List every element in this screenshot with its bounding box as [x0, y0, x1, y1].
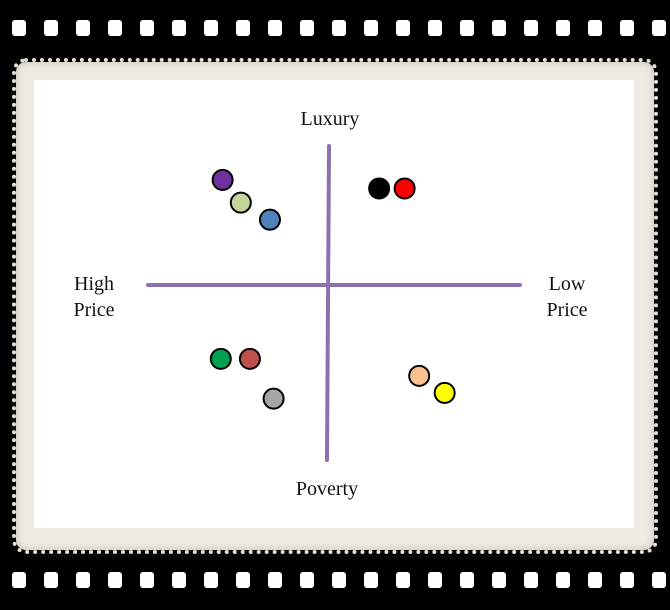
axis-label-left: High Price [73, 273, 115, 321]
axis-label-top: Luxury [300, 108, 360, 130]
sprocket-hole [140, 572, 154, 588]
sprocket-hole [556, 20, 570, 36]
sprocket-hole [428, 20, 442, 36]
sprocket-hole [300, 572, 314, 588]
sprocket-hole [428, 572, 442, 588]
sprocket-hole [76, 20, 90, 36]
sprocket-hole [524, 572, 538, 588]
sprocket-hole [588, 20, 602, 36]
sprocket-hole [492, 572, 506, 588]
sprocket-hole [268, 20, 282, 36]
sprocket-hole [620, 572, 634, 588]
sprocket-hole [652, 20, 666, 36]
sprocket-hole [44, 20, 58, 36]
sprocket-hole [556, 572, 570, 588]
sprocket-hole [204, 20, 218, 36]
sprocket-hole [76, 572, 90, 588]
sprocket-hole [460, 20, 474, 36]
sprocket-hole [460, 572, 474, 588]
sprocket-hole [620, 20, 634, 36]
point-light-green [229, 191, 252, 214]
sprocket-hole [364, 572, 378, 588]
sprocket-hole [332, 572, 346, 588]
point-blue [258, 208, 281, 231]
sprocket-hole [12, 572, 26, 588]
sprocket-hole [396, 572, 410, 588]
sprocket-hole [332, 20, 346, 36]
sprocket-hole [492, 20, 506, 36]
point-red [393, 177, 416, 200]
point-black [368, 177, 391, 200]
point-yellow [433, 381, 456, 404]
point-purple [211, 168, 234, 191]
axis-label-right: Low Price [546, 273, 588, 321]
sprocket-hole [588, 572, 602, 588]
sprocket-hole [364, 20, 378, 36]
sprocket-hole [44, 572, 58, 588]
point-green [209, 347, 232, 370]
point-dark-red [238, 347, 261, 370]
sprocket-hole [140, 20, 154, 36]
sprocket-hole [172, 572, 186, 588]
perceptual-map [34, 80, 634, 528]
sprocket-hole [108, 20, 122, 36]
sprocket-hole [652, 572, 666, 588]
sprocket-hole [236, 20, 250, 36]
axis-label-bottom: Poverty [295, 478, 359, 500]
sprocket-hole [268, 572, 282, 588]
sprocket-hole [236, 572, 250, 588]
sprocket-hole [300, 20, 314, 36]
sprocket-hole [396, 20, 410, 36]
point-peach [408, 364, 431, 387]
sprocket-hole [524, 20, 538, 36]
vertical-axis [325, 144, 331, 462]
sprocket-hole [172, 20, 186, 36]
sprocket-hole [108, 572, 122, 588]
sprocket-hole [12, 20, 26, 36]
sprocket-hole [204, 572, 218, 588]
point-gray [262, 387, 285, 410]
